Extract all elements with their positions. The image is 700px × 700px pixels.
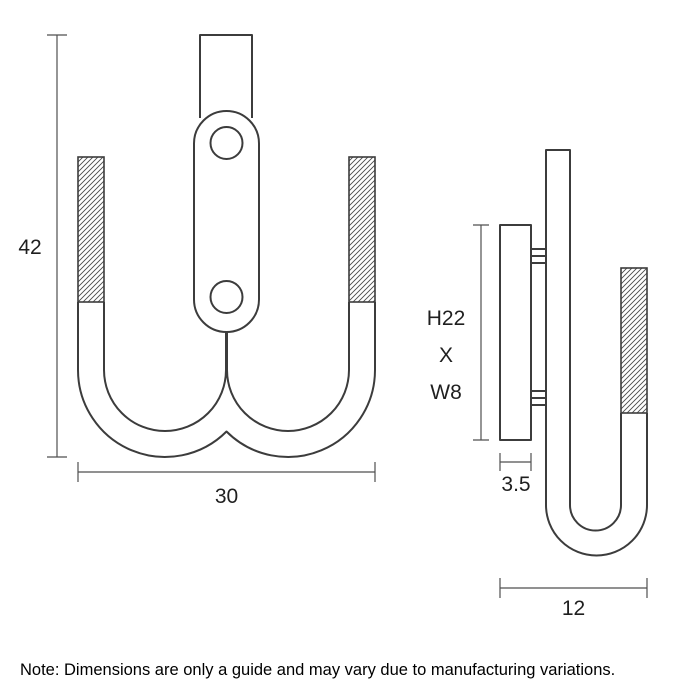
side-stem-outline	[545, 149, 571, 505]
front-stem-outline	[199, 34, 253, 118]
side-screw-tab-top	[530, 248, 547, 264]
dim-plate-depth: 3.5	[499, 453, 532, 496]
plate-size-line1: H22	[427, 307, 466, 330]
side-depth-value: 12	[562, 597, 585, 620]
dimension-annotations: 42 30 H22 X W8 3.5 12	[18, 34, 648, 620]
front-left-hook-end-hatched	[77, 156, 105, 303]
dim-front-width: 30	[77, 462, 376, 508]
dim-plate-size: H22 X W8	[427, 224, 489, 441]
note-text: Note: Dimensions are only a guide and ma…	[20, 661, 616, 679]
side-view	[499, 149, 648, 557]
front-height-value: 42	[18, 236, 41, 259]
front-hook-tube-outer	[77, 302, 376, 458]
front-hook-tube-inner-left	[103, 302, 227, 432]
dim-front-height: 42	[18, 34, 67, 458]
front-screw-hole-top	[209, 126, 244, 160]
front-hook-tube-inner-right	[226, 302, 350, 432]
front-right-hook-end-hatched	[348, 156, 376, 303]
front-view	[77, 34, 376, 458]
plate-depth-value: 3.5	[501, 473, 530, 496]
plate-size-line3: W8	[430, 381, 462, 404]
front-backplate-capsule	[193, 110, 260, 333]
front-width-value: 30	[215, 485, 238, 508]
front-screw-hole-bottom	[209, 280, 244, 314]
plate-size-line2: X	[439, 344, 453, 367]
side-hook-end-hatched	[620, 267, 648, 414]
dim-side-depth: 12	[499, 578, 648, 620]
side-hook-tube-inner	[569, 413, 622, 532]
side-screw-tab-bottom	[530, 390, 547, 406]
side-hook-tube-outer	[545, 413, 648, 557]
side-wall-plate	[499, 224, 532, 441]
